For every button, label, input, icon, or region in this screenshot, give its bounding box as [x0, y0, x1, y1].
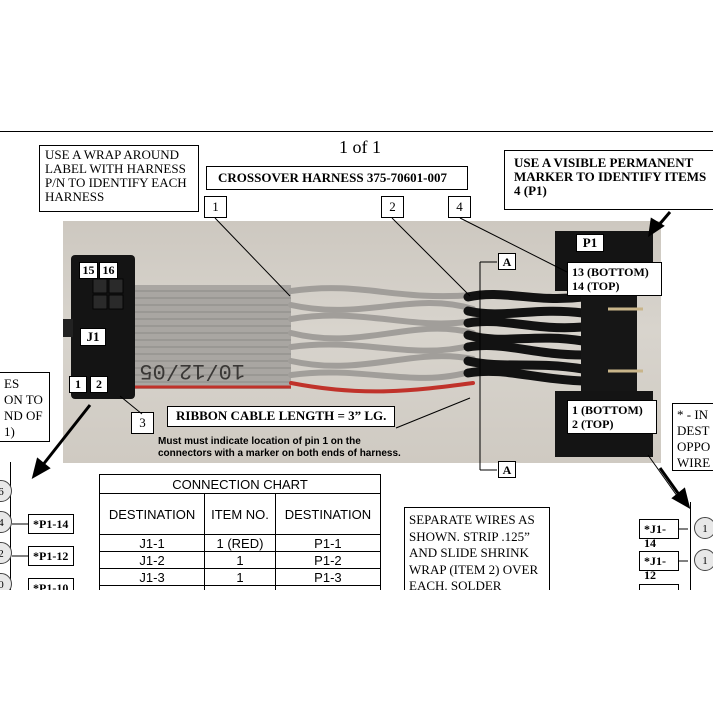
right-pin-circle: 1	[694, 549, 713, 571]
page-number: 1 of 1	[339, 137, 381, 157]
p1-label: P1	[576, 234, 604, 252]
right-pin-label: *J1-14	[639, 519, 679, 550]
blank-margin	[0, 590, 713, 713]
left-pin-label: *P1-14	[28, 514, 74, 534]
reference-a-top: A	[498, 253, 516, 270]
connection-chart: CONNECTION CHART DESTINATION ITEM NO. DE…	[98, 474, 382, 603]
p1-bottom-pins-label: 1 (BOTTOM) 2 (TOP)	[567, 400, 657, 434]
callout-2: 2	[381, 196, 404, 218]
j1-pin16-label: 16	[99, 262, 118, 279]
harness-title: CROSSOVER HARNESS 375-70601-007	[206, 166, 468, 190]
left-pin-label: *P1-12	[28, 546, 74, 566]
header-item-no: ITEM NO.	[204, 493, 276, 535]
reference-a-bottom: A	[498, 461, 516, 478]
ribbon-length-label: RIBBON CABLE LENGTH = 3” LG.	[167, 406, 395, 427]
harness-photo: 10/12/05	[63, 221, 661, 463]
j1-label: J1	[80, 328, 106, 346]
left-partial-note: ES ON TO ND OF 1)	[0, 372, 50, 442]
table-row: J1-2 1 P1-2	[98, 551, 382, 569]
marker-note: USE A VISIBLE PERMANENT MARKER TO IDENTI…	[504, 150, 713, 210]
right-pin-circle: 1	[694, 517, 713, 539]
right-partial-box	[639, 584, 679, 594]
j1-pin1-label: 1	[69, 376, 87, 393]
callout-4: 4	[448, 196, 471, 218]
j1-connector	[63, 255, 135, 399]
pin1-note-line2: connectors with a marker on both ends of…	[158, 448, 401, 459]
header-destination-left: DESTINATION	[98, 493, 206, 535]
header-destination-right: DESTINATION	[274, 493, 382, 535]
cable-print: 10/12/05	[139, 358, 245, 383]
separated-wires	[288, 285, 476, 394]
p1-top-pins-label: 13 (BOTTOM) 14 (TOP)	[567, 262, 662, 296]
ribbon-cable	[131, 285, 291, 389]
cell: P1-1	[274, 534, 382, 552]
chart-caption: CONNECTION CHART	[99, 474, 381, 494]
harness-drawing: 10/12/05	[63, 231, 653, 457]
cell: 1 (RED)	[204, 534, 276, 552]
right-pin-strip	[690, 502, 713, 590]
j1-pin15-label: 15	[79, 262, 98, 279]
cell: J1-2	[98, 551, 206, 569]
shrink-wrap	[463, 290, 588, 386]
callout-3: 3	[131, 412, 154, 434]
right-partial-note: * - IN DEST OPPO WIRE	[672, 403, 713, 471]
pin1-note-line1: Must must indicate location of pin 1 on …	[158, 436, 361, 447]
j1-pin2-label: 2	[90, 376, 108, 393]
pin1-note: Must must indicate location of pin 1 on …	[158, 436, 438, 460]
wrap-label-note: USE A WRAP AROUND LABEL WITH HARNESS P/N…	[39, 145, 199, 212]
header-rule	[0, 131, 713, 132]
callout-1: 1	[204, 196, 227, 218]
separate-wires-note: SEPARATE WIRES AS SHOWN. STRIP .125” AND…	[404, 507, 550, 590]
right-pin-label: *J1-12	[639, 551, 679, 582]
